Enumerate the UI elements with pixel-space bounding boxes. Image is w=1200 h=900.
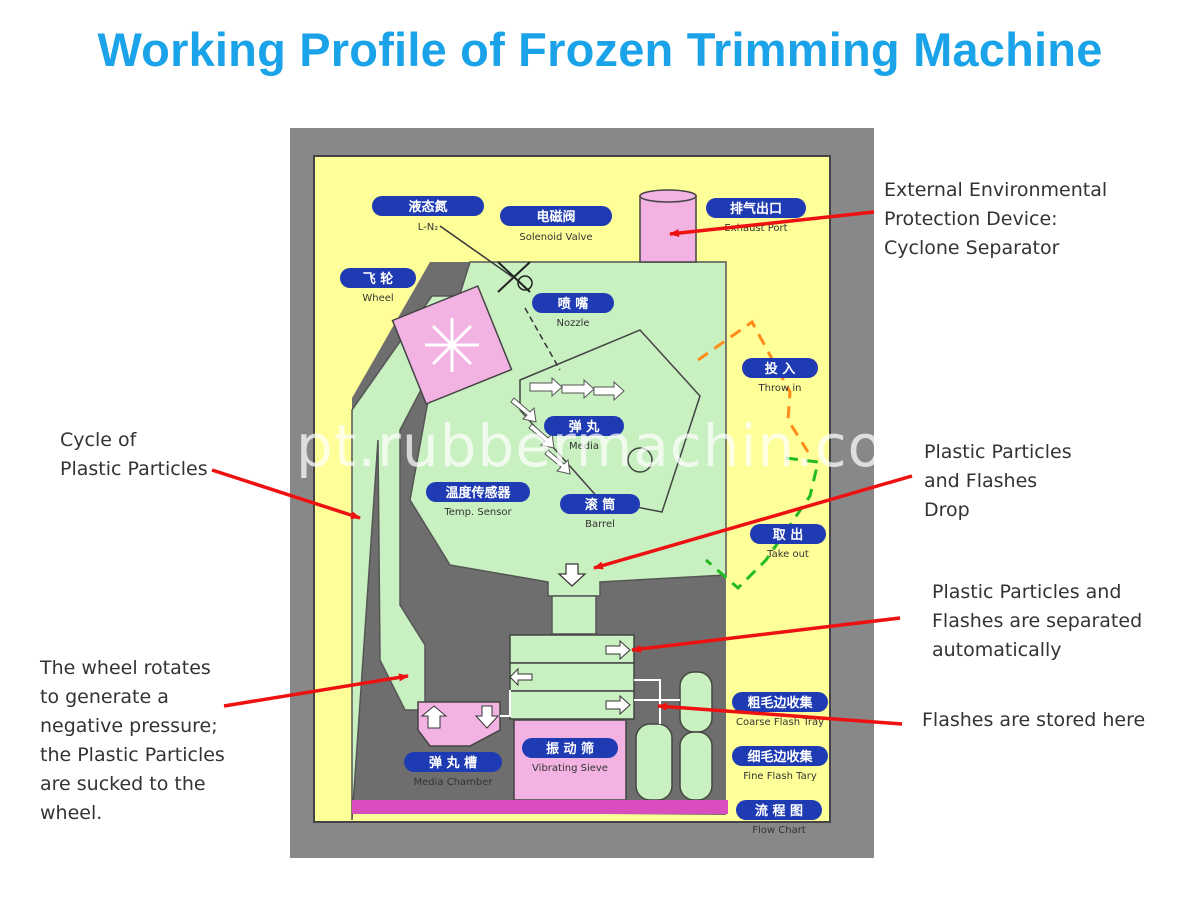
arrow-wheel-rotates <box>223 673 409 708</box>
label-ln2: 液态氮 L-N₂ <box>372 196 484 233</box>
caption-cycle-line: Plastic Particles <box>60 458 208 480</box>
label-coarse-en: Coarse Flash Tray <box>736 717 824 728</box>
label-nozzle-zh: 喷 嘴 <box>558 296 589 312</box>
label-solenoid-zh: 电磁阀 <box>536 209 575 225</box>
arrow-separated <box>631 616 901 653</box>
label-take-out-zh: 取 出 <box>773 527 804 543</box>
label-barrel-en: Barrel <box>585 519 615 530</box>
throw-in-path <box>697 319 810 453</box>
label-exhaust-en: Exhaust Port <box>724 223 787 234</box>
caption-wheel-rotates: The wheel rotates to generate a negative… <box>40 654 225 828</box>
label-throw-in: 投 入 Throw in <box>742 358 818 394</box>
media-flow-arrows <box>510 376 625 475</box>
label-fine-en: Fine Flash Tary <box>743 771 817 782</box>
caption-drop: Plastic Particles and Flashes Drop <box>924 438 1072 525</box>
machine-base <box>352 800 728 814</box>
label-fine: 细毛边收集 Fine Flash Tary <box>732 746 828 782</box>
label-wheel-zh: 飞 轮 <box>363 271 394 287</box>
label-solenoid: 电磁阀 Solenoid Valve <box>500 206 612 243</box>
valve-icon <box>439 225 533 293</box>
label-throw-in-zh: 投 入 <box>765 361 796 377</box>
label-flow: 流 程 图 Flow Chart <box>736 800 822 836</box>
caption-separated-line: Plastic Particles and <box>932 581 1122 603</box>
label-media-zh: 弹 丸 <box>569 419 601 435</box>
fine-flash-cylinder <box>635 723 673 801</box>
barrel-axis <box>627 447 653 473</box>
label-ln2-en: L-N₂ <box>418 222 439 233</box>
caption-wheel-rotates-line: negative pressure; <box>40 715 218 737</box>
label-flow-zh: 流 程 图 <box>755 803 803 819</box>
caption-wheel-rotates-line: the Plastic Particles <box>40 744 225 766</box>
label-barrel-zh: 滚 筒 <box>585 497 616 513</box>
caption-drop-line: Plastic Particles <box>924 441 1072 463</box>
label-ln2-zh: 液态氮 <box>408 199 447 215</box>
fan-icon <box>425 318 479 372</box>
caption-wheel-rotates-line: The wheel rotates <box>40 657 211 679</box>
arrow-drop <box>593 474 913 570</box>
label-temp-zh: 温度传感器 <box>445 485 511 501</box>
down-arrow-icon <box>557 563 587 587</box>
arrow-cycle <box>211 468 361 520</box>
label-take-out: 取 出 Take out <box>750 524 826 560</box>
arrow-cyclone <box>669 210 875 238</box>
label-exhaust-zh: 排气出口 <box>730 201 782 217</box>
label-coarse: 粗毛边收集 Coarse Flash Tray <box>732 692 828 728</box>
label-media-chamber: 弹 丸 槽 Media Chamber <box>404 752 502 788</box>
caption-drop-line: and Flashes <box>924 470 1038 492</box>
label-flow-en: Flow Chart <box>752 825 806 836</box>
label-nozzle: 喷 嘴 Nozzle <box>532 293 614 329</box>
caption-wheel-rotates-line: to generate a <box>40 686 169 708</box>
label-vibrating: 振 动 筛 Vibrating Sieve <box>522 738 618 774</box>
label-media-chamber-en: Media Chamber <box>413 777 493 788</box>
label-vibrating-zh: 振 动 筛 <box>546 741 594 757</box>
vibrating-sieve-base <box>513 719 627 801</box>
caption-cycle-line: Cycle of <box>60 429 137 451</box>
arrow-stored <box>657 702 903 726</box>
label-fine-zh: 细毛边收集 <box>747 749 813 765</box>
label-solenoid-en: Solenoid Valve <box>519 232 592 243</box>
caption-cyclone: External Environmental Protection Device… <box>884 176 1107 263</box>
label-barrel: 滚 筒 Barrel <box>560 494 640 530</box>
caption-wheel-rotates-line: are sucked to the <box>40 773 206 795</box>
caption-separated: Plastic Particles and Flashes are separa… <box>932 578 1142 665</box>
caption-stored: Flashes are stored here <box>922 706 1145 735</box>
label-take-out-en: Take out <box>766 549 809 560</box>
label-temp: 温度传感器 Temp. Sensor <box>426 482 530 518</box>
caption-cyclone-line: Protection Device: <box>884 208 1058 230</box>
label-nozzle-en: Nozzle <box>556 318 589 329</box>
label-coarse-zh: 粗毛边收集 <box>747 695 813 711</box>
label-wheel: 飞 轮 Wheel <box>340 268 416 304</box>
caption-wheel-rotates-line: wheel. <box>40 802 103 824</box>
label-media-chamber-zh: 弹 丸 槽 <box>429 755 477 771</box>
caption-separated-line: Flashes are separated <box>932 610 1143 632</box>
caption-cyclone-line: Cyclone Separator <box>884 237 1060 259</box>
exhaust-chimney <box>639 195 697 263</box>
page-title: Working Profile of Frozen Trimming Machi… <box>97 23 1103 76</box>
caption-separated-line: automatically <box>932 639 1062 661</box>
label-media-en: Media <box>569 441 599 452</box>
label-exhaust: 排气出口 Exhaust Port <box>706 198 806 234</box>
caption-stored-line: Flashes are stored here <box>922 709 1146 731</box>
label-media: 弹 丸 Media <box>544 416 624 452</box>
caption-cyclone-line: External Environmental <box>884 179 1108 201</box>
caption-drop-line: Drop <box>924 499 970 521</box>
label-throw-in-en: Throw in <box>758 383 802 394</box>
caption-cycle: Cycle of Plastic Particles <box>60 426 208 484</box>
label-temp-en: Temp. Sensor <box>443 507 512 518</box>
label-wheel-en: Wheel <box>362 293 393 304</box>
label-vibrating-en: Vibrating Sieve <box>532 763 608 774</box>
coarse-flash-cylinder <box>679 671 713 733</box>
chamber-neck <box>551 595 597 635</box>
